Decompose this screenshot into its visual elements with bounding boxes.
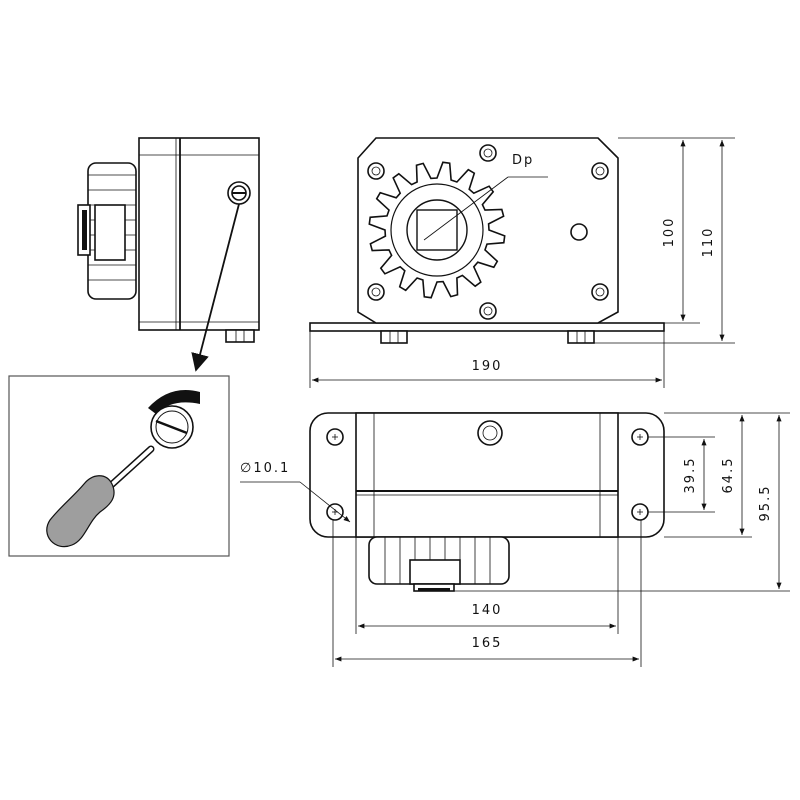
release-inset xyxy=(8,375,230,557)
front-bolts xyxy=(367,144,609,320)
dim-length-165: 165 xyxy=(472,636,503,651)
dim-height-100: 100 xyxy=(662,217,677,248)
pitch-diameter-label: Dp xyxy=(512,153,534,168)
dim-hole-diameter: ∅10.1 xyxy=(240,461,290,476)
screwdriver-icon xyxy=(46,445,155,548)
side-view xyxy=(77,137,260,372)
dim-hole-spacing-39-5: 39.5 xyxy=(683,457,698,494)
rotate-arrow-icon xyxy=(148,390,200,414)
inset-frame xyxy=(8,375,230,557)
top-gear xyxy=(368,536,510,592)
side-gear xyxy=(77,162,137,300)
dim-length-140: 140 xyxy=(472,603,503,618)
front-nut-right xyxy=(567,330,595,344)
top-boss xyxy=(477,420,503,446)
side-body xyxy=(138,137,260,331)
dim-depth-95-5: 95.5 xyxy=(758,485,773,522)
callout-arrow xyxy=(191,203,240,372)
dim-height-110: 110 xyxy=(701,227,716,258)
dim-hole-spacing-64-5: 64.5 xyxy=(721,457,736,494)
release-screw xyxy=(227,181,251,205)
mounting-holes xyxy=(326,428,649,521)
front-nut-left xyxy=(380,330,408,344)
top-view: ∅10.1 39.5 64.5 95.5 140 165 xyxy=(240,412,790,667)
side-nut xyxy=(225,329,255,343)
front-view: Dp 100 110 190 xyxy=(309,137,735,388)
front-hole xyxy=(570,223,588,241)
dim-width-190: 190 xyxy=(472,359,503,374)
base-plate xyxy=(309,322,665,332)
